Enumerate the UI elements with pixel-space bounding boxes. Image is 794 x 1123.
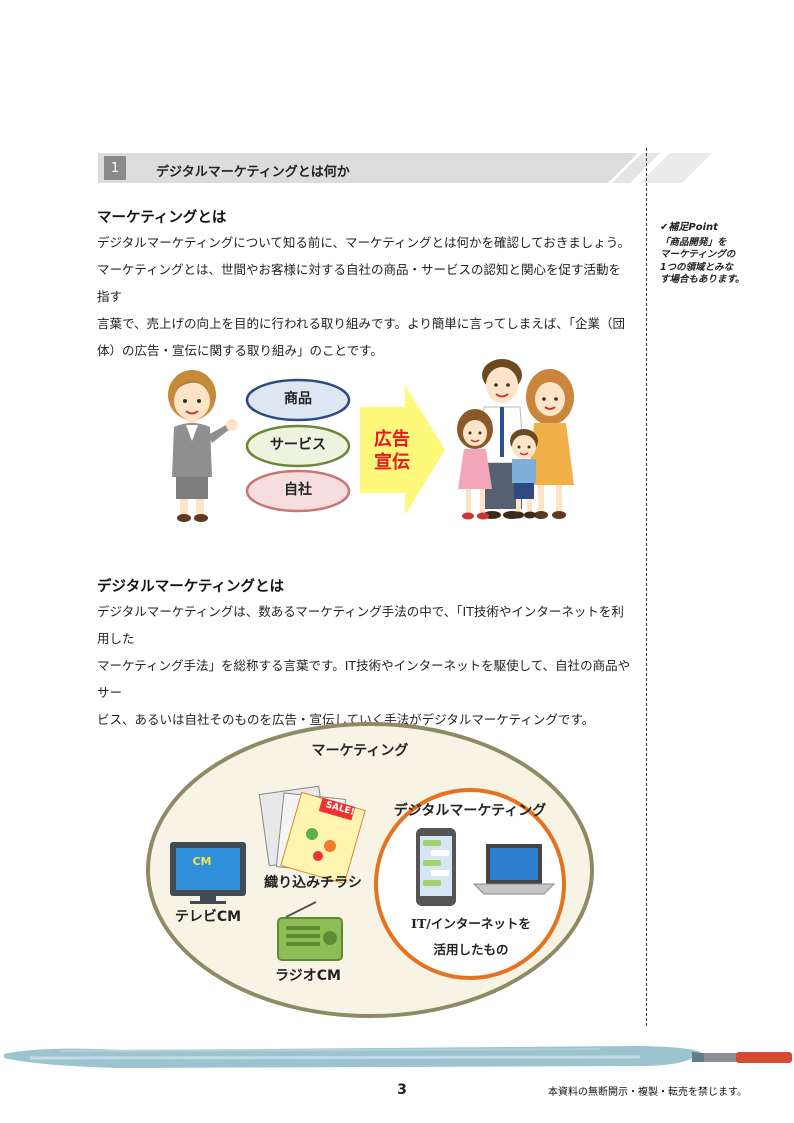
outer-label: マーケティング bbox=[311, 743, 409, 759]
oval-product bbox=[245, 378, 351, 422]
paragraph-line: デジタルマーケティングは、数あるマーケティング手法の中で、「IT技術やインターネ… bbox=[97, 604, 624, 646]
side-note-heading: ✔補足Point bbox=[660, 222, 718, 233]
side-note-line: す場合もあります。 bbox=[660, 274, 745, 285]
flyer-label: 織り込みチラシ bbox=[264, 875, 362, 891]
side-note-line: 1つの領域とみな bbox=[660, 261, 734, 273]
marketing-figure bbox=[168, 359, 574, 522]
side-note: ✔補足Point 「商品開発」を マーケティングの 1つの領域とみな す場合もあ… bbox=[660, 222, 772, 287]
radio-icon bbox=[277, 901, 343, 961]
oval-product-label: 商品 bbox=[284, 391, 312, 407]
tv-label: テレビCM bbox=[174, 909, 242, 925]
side-note-line: 「商品開発」を bbox=[660, 236, 727, 248]
tv-icon bbox=[170, 842, 246, 904]
arrow-label: 広告 宣伝 bbox=[362, 428, 422, 474]
paragraph-line: マーケティングとは、世間やお客様に対する自社の商品・サービスの認知と関心を促す活… bbox=[97, 262, 622, 304]
section-number: 1 bbox=[104, 156, 126, 180]
laptop-icon bbox=[472, 844, 556, 895]
flyer-icon bbox=[258, 785, 366, 885]
marketing-heading: マーケティングとは bbox=[97, 210, 227, 226]
ad-arrow bbox=[360, 385, 445, 515]
page-number: 3 bbox=[397, 1082, 407, 1098]
smartphone-icon bbox=[416, 828, 456, 906]
tv-screen-text: CM bbox=[192, 855, 212, 868]
banner-stripes bbox=[612, 153, 712, 183]
footer-brush-stroke bbox=[4, 1046, 792, 1068]
family-illustration bbox=[457, 359, 574, 520]
section-title: デジタルマーケティングとは何か bbox=[156, 165, 350, 180]
businesswoman-illustration bbox=[168, 370, 238, 522]
paragraph-line: 言葉で、売上げの向上を目的に行われる取り組みです。より簡単に言ってしまえば、「企… bbox=[97, 316, 626, 331]
inner-caption-line: IT/インターネットを bbox=[411, 916, 531, 931]
paragraph-line: 体）の広告・宣伝に関する取り組み」のことです。 bbox=[97, 343, 383, 358]
paragraph-line: デジタルマーケティングについて知る前に、マーケティングとは何かを確認しておきまし… bbox=[97, 235, 631, 250]
oval-company-label: 自社 bbox=[284, 482, 312, 498]
marketing-paragraph: デジタルマーケティングについて知る前に、マーケティングとは何かを確認しておきまし… bbox=[97, 229, 632, 364]
oval-service-label: サービス bbox=[270, 437, 326, 453]
inner-label: デジタルマーケティング bbox=[393, 803, 547, 819]
arrow-label-line: 宣伝 bbox=[374, 452, 410, 473]
inner-caption: IT/インターネットを 活用したもの bbox=[396, 911, 546, 963]
digital-marketing-figure bbox=[146, 722, 594, 1018]
copyright-note: 本資料の無断開示・複製・転売を禁じます。 bbox=[548, 1087, 747, 1098]
arrow-label-line: 広告 bbox=[374, 429, 410, 450]
digital-heading: デジタルマーケティングとは bbox=[97, 579, 285, 595]
oval-service bbox=[245, 424, 351, 468]
paragraph-line: マーケティング手法」を総称する言葉です。IT技術やインターネットを駆使して、自社… bbox=[97, 658, 631, 700]
margin-divider bbox=[646, 148, 647, 1026]
digital-paragraph: デジタルマーケティングは、数あるマーケティング手法の中で、「IT技術やインターネ… bbox=[97, 598, 632, 733]
paragraph-line: ビス、あるいは自社そのものを広告・宣伝していく手法がデジタルマーケティングです。 bbox=[97, 712, 595, 727]
section-banner bbox=[98, 153, 638, 183]
radio-label: ラジオCM bbox=[275, 968, 341, 984]
side-note-line: マーケティングの bbox=[660, 249, 736, 260]
inner-caption-line: 活用したもの bbox=[433, 942, 509, 957]
oval-company bbox=[245, 469, 351, 513]
